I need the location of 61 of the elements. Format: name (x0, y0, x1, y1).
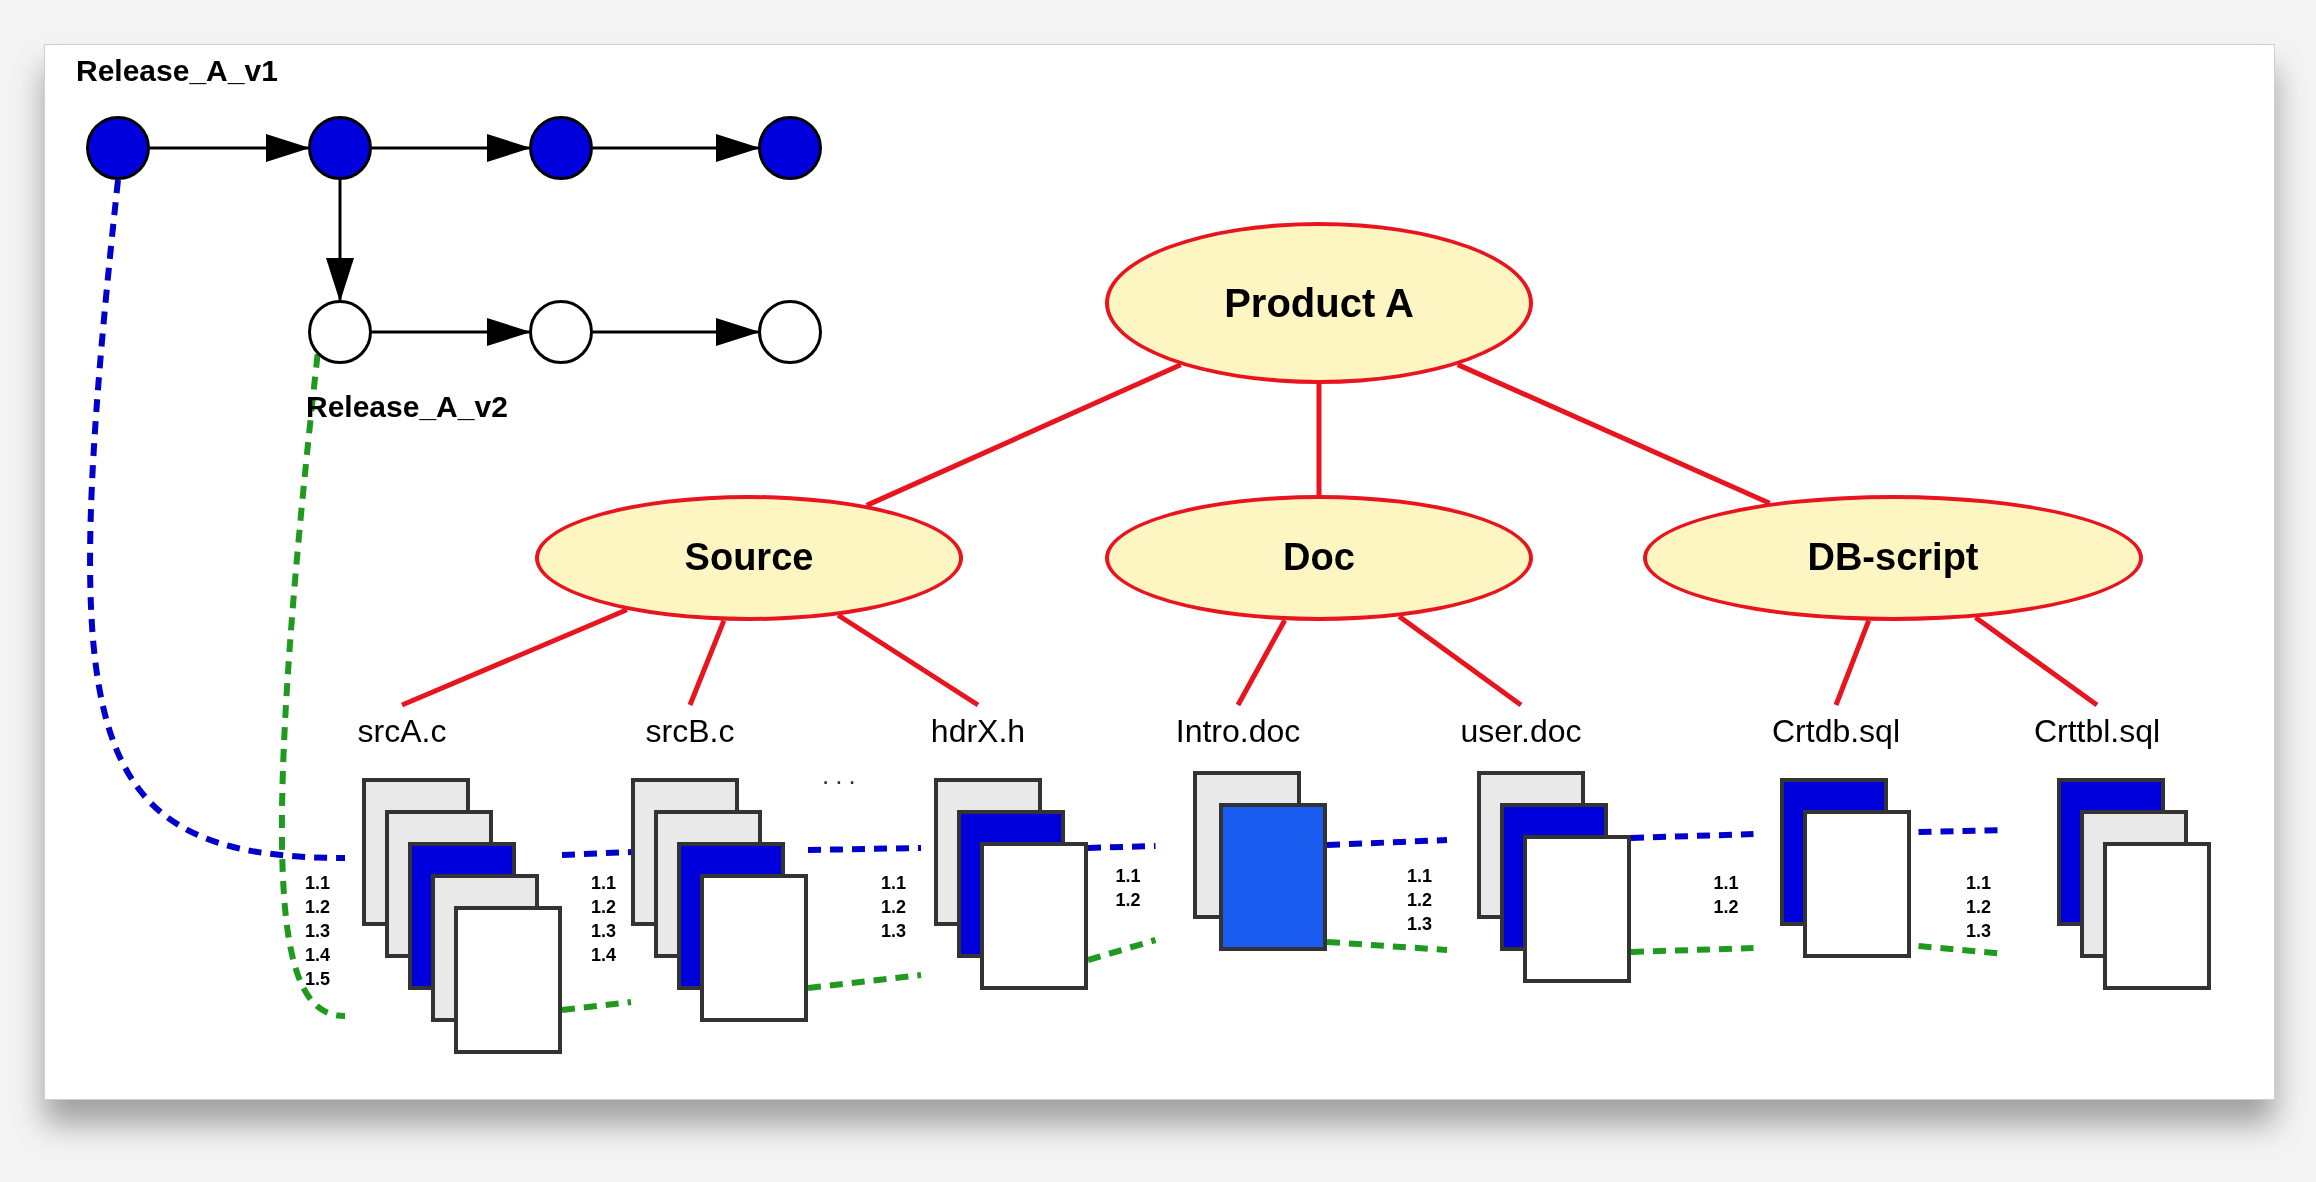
version-number: 1.1 (1115, 867, 1141, 885)
version-number: 1.3 (881, 922, 907, 940)
version-number: 1.2 (1713, 898, 1739, 916)
connector-line (687, 619, 727, 706)
dashed-connector (1326, 837, 1448, 848)
version-number: 1.2 (1115, 891, 1141, 909)
release-label: Release_A_v1 (76, 56, 278, 86)
version-number: 1.2 (591, 898, 617, 916)
version-number: 1.1 (591, 874, 617, 892)
dashed-connector (87, 179, 346, 861)
file-name: Intro.doc (1175, 715, 1301, 747)
dashed-connector (807, 845, 922, 853)
file-name: user.doc (1460, 715, 1582, 747)
version-number: 1.1 (1713, 874, 1739, 892)
version-number: 1.2 (1966, 898, 1992, 916)
version-number: 1.1 (305, 874, 331, 892)
version-number: 1.3 (1966, 922, 1992, 940)
arrow (326, 180, 354, 302)
category-name: Source (684, 535, 814, 581)
version-number: 1.4 (305, 946, 331, 964)
ellipsis-text: ... (822, 762, 862, 788)
category-name: Product A (1224, 280, 1414, 327)
dashed-connector (807, 972, 922, 991)
file-name: Crtdb.sql (1772, 715, 1900, 747)
arrow (150, 134, 310, 162)
arrow (372, 318, 531, 346)
dashed-connector (1326, 939, 1448, 953)
connector-line (1235, 619, 1287, 707)
connector-line (1833, 619, 1871, 706)
file-name: Crttbl.sql (2033, 715, 2161, 747)
connector-line (1456, 362, 1771, 506)
release-label: Release_A_v2 (306, 392, 508, 422)
version-number: 1.3 (591, 922, 617, 940)
dashed-connector (1630, 831, 1754, 841)
version-number: 1.4 (591, 946, 617, 964)
dashed-connector (278, 354, 346, 1019)
file-name: srcA.c (357, 715, 447, 747)
version-number: 1.5 (305, 970, 331, 988)
file-name: hdrX.h (930, 715, 1026, 747)
file-name: srcB.c (645, 715, 735, 747)
dashed-connector (1087, 843, 1156, 851)
dashed-connector (561, 849, 632, 858)
version-number: 1.2 (305, 898, 331, 916)
dashed-connector (1087, 937, 1157, 963)
version-number: 1.2 (1407, 891, 1433, 909)
connector-line (1316, 384, 1322, 495)
arrow (593, 318, 760, 346)
arrow (372, 134, 531, 162)
dashed-connector (1630, 945, 1754, 955)
version-number: 1.1 (881, 874, 907, 892)
version-number: 1.1 (1966, 874, 1992, 892)
category-name: Doc (1283, 535, 1355, 581)
version-number: 1.3 (1407, 915, 1433, 933)
dashed-connector (561, 999, 632, 1013)
version-number: 1.1 (1407, 867, 1433, 885)
connector-line (865, 362, 1182, 508)
version-number: 1.3 (305, 922, 331, 940)
category-name: DB-script (1807, 535, 1979, 581)
version-number: 1.2 (881, 898, 907, 916)
arrow (593, 134, 760, 162)
connector-line (401, 607, 628, 708)
